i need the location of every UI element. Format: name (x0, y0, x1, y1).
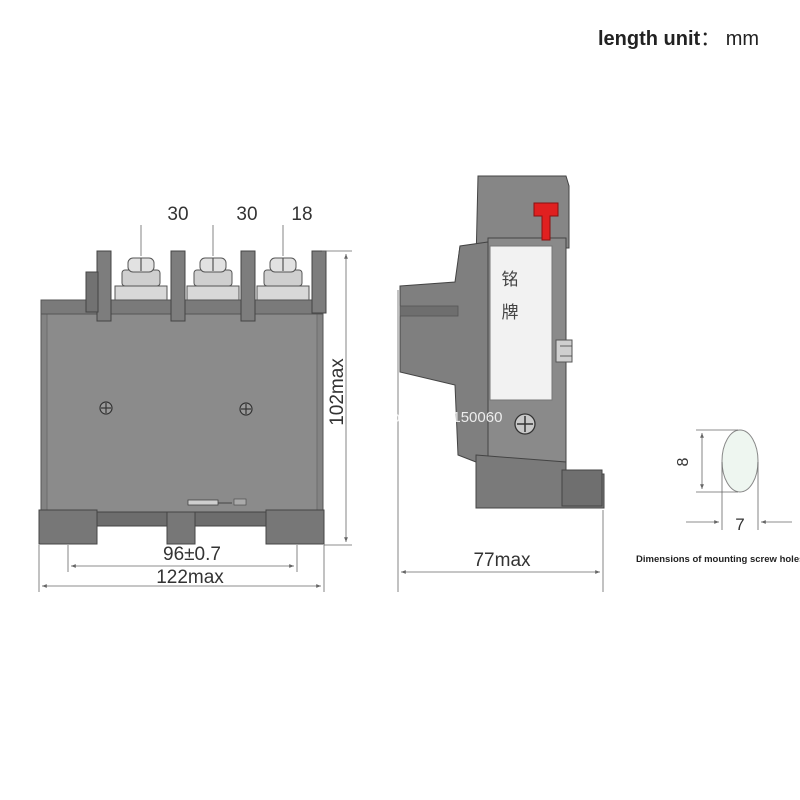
height-dim: 102max (327, 358, 348, 426)
mounting-hole-caption: Dimensions of mounting screw holes (636, 554, 800, 565)
mounting-hole-detail: 8 7 (675, 429, 792, 534)
length-unit-key: length unit (598, 28, 701, 50)
front-body-face (46, 313, 318, 515)
hole-height-dim: 8 (675, 457, 692, 466)
separator-rib (170, 250, 186, 322)
separator-rib (240, 250, 256, 322)
separator-rib (311, 250, 327, 314)
hole-spacing-dim: 96±0.7 (163, 544, 221, 565)
side-view: 铭 牌 77max (397, 175, 605, 592)
hole-width-dim: 7 (735, 515, 744, 534)
mounting-hole-slot (721, 429, 759, 493)
mounting-foot-right (265, 509, 325, 545)
screw-icon (514, 413, 536, 435)
length-unit-label: length unit： mm (598, 22, 759, 51)
small-label (187, 499, 219, 506)
length-unit-separator: ： (700, 28, 721, 50)
store-watermark: Store No.:1150060 (378, 409, 503, 426)
mounting-foot-center (166, 511, 196, 545)
terminal-3 (256, 257, 310, 301)
side-main-body (399, 241, 489, 506)
terminal-spacing-dim-2: 30 (236, 204, 257, 225)
separator-rib (96, 250, 112, 322)
length-unit-value: mm (725, 28, 760, 50)
terminal-spacing-dim-1: 30 (167, 204, 188, 225)
mounting-foot-left (38, 509, 98, 545)
separator-rib (85, 271, 99, 313)
nameplate-char-1: 铭 (502, 270, 519, 290)
screw-icon (99, 401, 113, 415)
front-view: 30 30 18 102max 96±0.7 122max (38, 204, 352, 592)
nameplate-char-2: 牌 (502, 303, 519, 323)
depth-dim: 77max (473, 550, 531, 571)
terminal-spacing-dim-3: 18 (291, 204, 312, 225)
terminal-1 (114, 257, 168, 301)
nameplate (489, 245, 553, 401)
trip-indicator (533, 202, 559, 241)
terminal-2 (186, 257, 240, 301)
overall-width-dim: 122max (156, 567, 224, 588)
screw-icon (239, 402, 253, 416)
